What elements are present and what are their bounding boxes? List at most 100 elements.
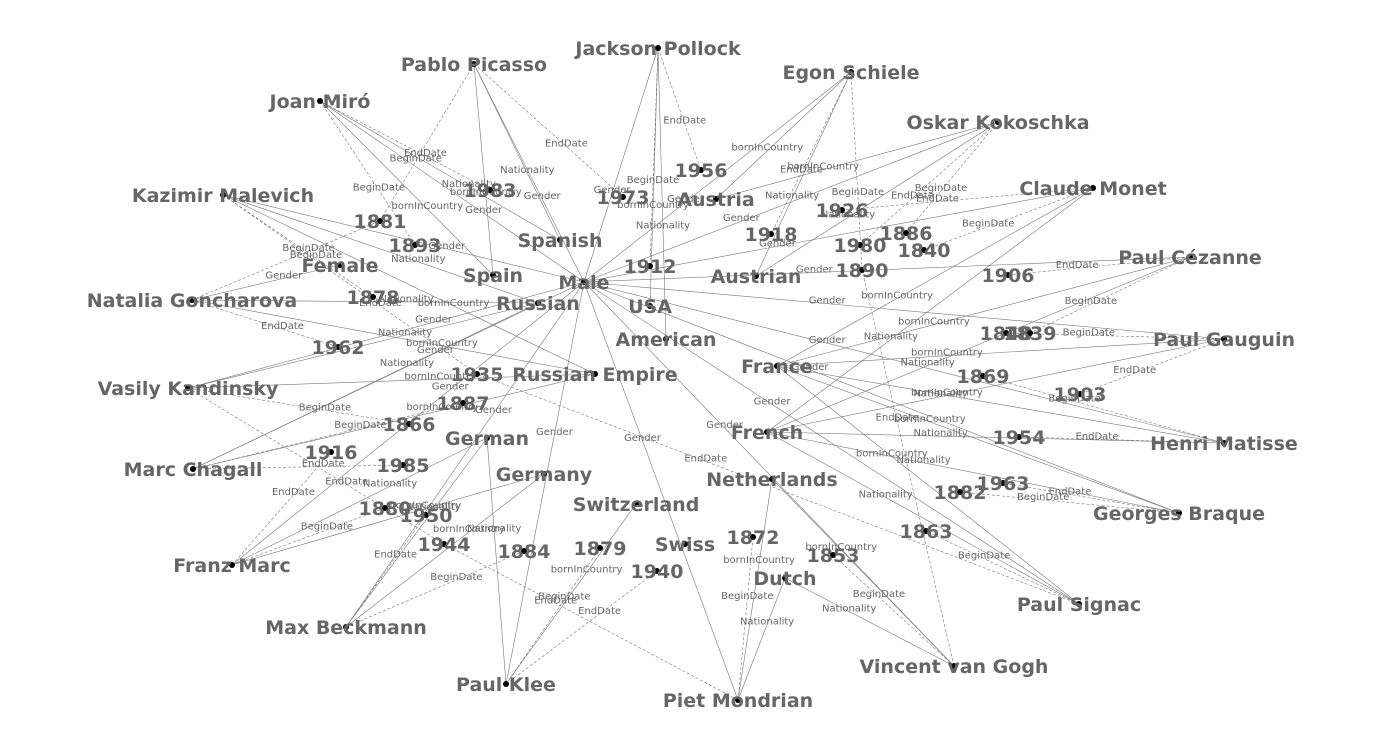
- graph-node-1882[interactable]: 1882: [934, 482, 987, 504]
- edge-natalia-goncharova-y1881: [191, 220, 381, 301]
- edge-label-bornincountry: bornInCountry: [450, 187, 522, 198]
- node-label: 1950: [400, 505, 453, 527]
- graph-node-1893[interactable]: 1893: [389, 235, 442, 257]
- node-label: 1879: [574, 538, 627, 560]
- edge-label-begindate: BeginDate: [299, 402, 351, 413]
- graph-node-american[interactable]: American: [616, 329, 717, 351]
- graph-node-1879[interactable]: 1879: [574, 538, 627, 560]
- node-label: 1887: [437, 393, 490, 415]
- graph-node-jackson-pollock[interactable]: Jackson Pollock: [573, 38, 741, 60]
- graph-node-1866[interactable]: 1866: [383, 414, 436, 436]
- edge-label-gender: Gender: [809, 296, 847, 307]
- graph-node-1962[interactable]: 1962: [312, 337, 365, 359]
- edge-natalia-goncharova-russian: [191, 299, 539, 304]
- graph-node-oskar-kokoschka[interactable]: Oskar Kokoschka: [906, 112, 1089, 134]
- graph-node-1940[interactable]: 1940: [631, 561, 684, 583]
- graph-node-egon-schiele[interactable]: Egon Schiele: [782, 62, 919, 84]
- graph-node-joan-mir[interactable]: Joan Miró: [268, 91, 371, 113]
- node-label: Natalia Goncharova: [87, 290, 298, 312]
- graph-node-1956[interactable]: 1956: [675, 160, 728, 182]
- node-label: 1935: [451, 364, 504, 386]
- graph-node-1935[interactable]: 1935: [451, 364, 504, 386]
- graph-node-max-beckmann[interactable]: Max Beckmann: [265, 617, 427, 639]
- edge-label-bornincountry: bornInCountry: [911, 387, 983, 398]
- graph-node-spanish[interactable]: Spanish: [518, 230, 603, 252]
- edge-claude-monet-y1840: [923, 187, 1094, 251]
- graph-node-1880[interactable]: 1880: [359, 498, 412, 520]
- graph-node-marc-chagall[interactable]: Marc Chagall: [124, 459, 263, 481]
- graph-node-natalia-goncharova[interactable]: Natalia Goncharova: [87, 290, 298, 312]
- graph-node-russian-empire[interactable]: Russian Empire: [512, 364, 677, 386]
- graph-node-1840[interactable]: 1840: [898, 240, 951, 262]
- node-label: Max Beckmann: [265, 617, 427, 639]
- graph-node-paul-c-zanne[interactable]: Paul Cézanne: [1118, 247, 1262, 269]
- graph-node-austrian[interactable]: Austrian: [711, 266, 802, 288]
- graph-node-1906[interactable]: 1906: [982, 265, 1035, 287]
- graph-node-paul-klee[interactable]: Paul Klee: [456, 674, 556, 696]
- graph-node-1944[interactable]: 1944: [418, 534, 471, 556]
- graph-node-paul-signac[interactable]: Paul Signac: [1017, 594, 1141, 616]
- graph-node-1983[interactable]: 1983: [464, 180, 517, 202]
- graph-node-1887[interactable]: 1887: [437, 393, 490, 415]
- node-label: Dutch: [753, 568, 816, 590]
- graph-node-1985[interactable]: 1985: [377, 455, 430, 477]
- graph-node-1839[interactable]: 1839: [1004, 323, 1057, 345]
- graph-node-german[interactable]: German: [445, 428, 529, 450]
- graph-node-france[interactable]: France: [741, 356, 813, 378]
- graph-node-kazimir-malevich[interactable]: Kazimir Malevich: [132, 185, 314, 207]
- graph-node-1973[interactable]: 1973: [597, 187, 650, 209]
- graph-node-1980[interactable]: 1980: [834, 235, 887, 257]
- graph-node-1903[interactable]: 1903: [1054, 384, 1107, 406]
- graph-node-paul-gauguin[interactable]: Paul Gauguin: [1153, 329, 1295, 351]
- graph-node-french[interactable]: French: [731, 422, 803, 444]
- graph-node-austria[interactable]: Austria: [677, 189, 754, 211]
- graph-node-claude-monet[interactable]: Claude Monet: [1019, 178, 1166, 200]
- graph-node-1926[interactable]: 1926: [816, 200, 869, 222]
- graph-node-1884[interactable]: 1884: [498, 541, 551, 563]
- graph-node-1950[interactable]: 1950: [400, 505, 453, 527]
- graph-node-spain[interactable]: Spain: [463, 265, 523, 287]
- graph-node-1881[interactable]: 1881: [354, 211, 407, 233]
- graph-node-dutch[interactable]: Dutch: [753, 568, 816, 590]
- node-label: Swiss: [655, 534, 715, 556]
- graph-node-franz-marc[interactable]: Franz Marc: [173, 555, 291, 577]
- node-dot: [190, 466, 196, 472]
- node-label: Joan Miró: [268, 91, 371, 113]
- edge-piet-mondrian-y1872: [737, 536, 754, 701]
- graph-node-1853[interactable]: 1853: [807, 545, 860, 567]
- graph-node-vasily-kandinsky[interactable]: Vasily Kandinsky: [98, 378, 279, 400]
- edge-label-gender: Gender: [536, 427, 574, 438]
- graph-node-piet-mondrian[interactable]: Piet Mondrian: [663, 690, 813, 712]
- graph-node-usa[interactable]: USA: [628, 296, 672, 318]
- edge-label-bornincountry: bornInCountry: [861, 290, 933, 301]
- edge-label-bornincountry: bornInCountry: [723, 555, 795, 566]
- graph-node-1954[interactable]: 1954: [993, 427, 1046, 449]
- graph-node-pablo-picasso[interactable]: Pablo Picasso: [401, 54, 547, 76]
- graph-node-1916[interactable]: 1916: [305, 442, 358, 464]
- node-label: 1890: [836, 260, 889, 282]
- graph-node-netherlands[interactable]: Netherlands: [706, 469, 837, 491]
- graph-node-germany[interactable]: Germany: [496, 464, 593, 486]
- graph-node-swiss[interactable]: Swiss: [655, 534, 715, 556]
- graph-node-1963[interactable]: 1963: [977, 473, 1030, 495]
- graph-node-1912[interactable]: 1912: [624, 256, 677, 278]
- edge-label-bornincountry: bornInCountry: [433, 524, 505, 535]
- graph-node-female[interactable]: Female: [301, 255, 378, 277]
- graph-node-1848[interactable]: 1848: [980, 323, 1033, 345]
- graph-node-1878[interactable]: 1878: [347, 287, 400, 309]
- graph-node-1869[interactable]: 1869: [957, 366, 1010, 388]
- graph-node-male[interactable]: Male: [558, 272, 609, 294]
- graph-node-1872[interactable]: 1872: [727, 527, 780, 549]
- graph-node-switzerland[interactable]: Switzerland: [573, 494, 700, 516]
- node-label: Pablo Picasso: [401, 54, 547, 76]
- graph-node-1890[interactable]: 1890: [836, 260, 889, 282]
- graph-node-georges-braque[interactable]: Georges Braque: [1093, 503, 1265, 525]
- node-label: 1878: [347, 287, 400, 309]
- edge-label-begindate: BeginDate: [1065, 296, 1117, 307]
- graph-node-vincent-van-gogh[interactable]: Vincent van Gogh: [860, 656, 1049, 678]
- graph-node-russian[interactable]: Russian: [496, 293, 580, 315]
- graph-node-1918[interactable]: 1918: [745, 224, 798, 246]
- graph-node-henri-matisse[interactable]: Henri Matisse: [1150, 433, 1298, 455]
- graph-node-1886[interactable]: 1886: [880, 223, 933, 245]
- graph-node-1863[interactable]: 1863: [900, 521, 953, 543]
